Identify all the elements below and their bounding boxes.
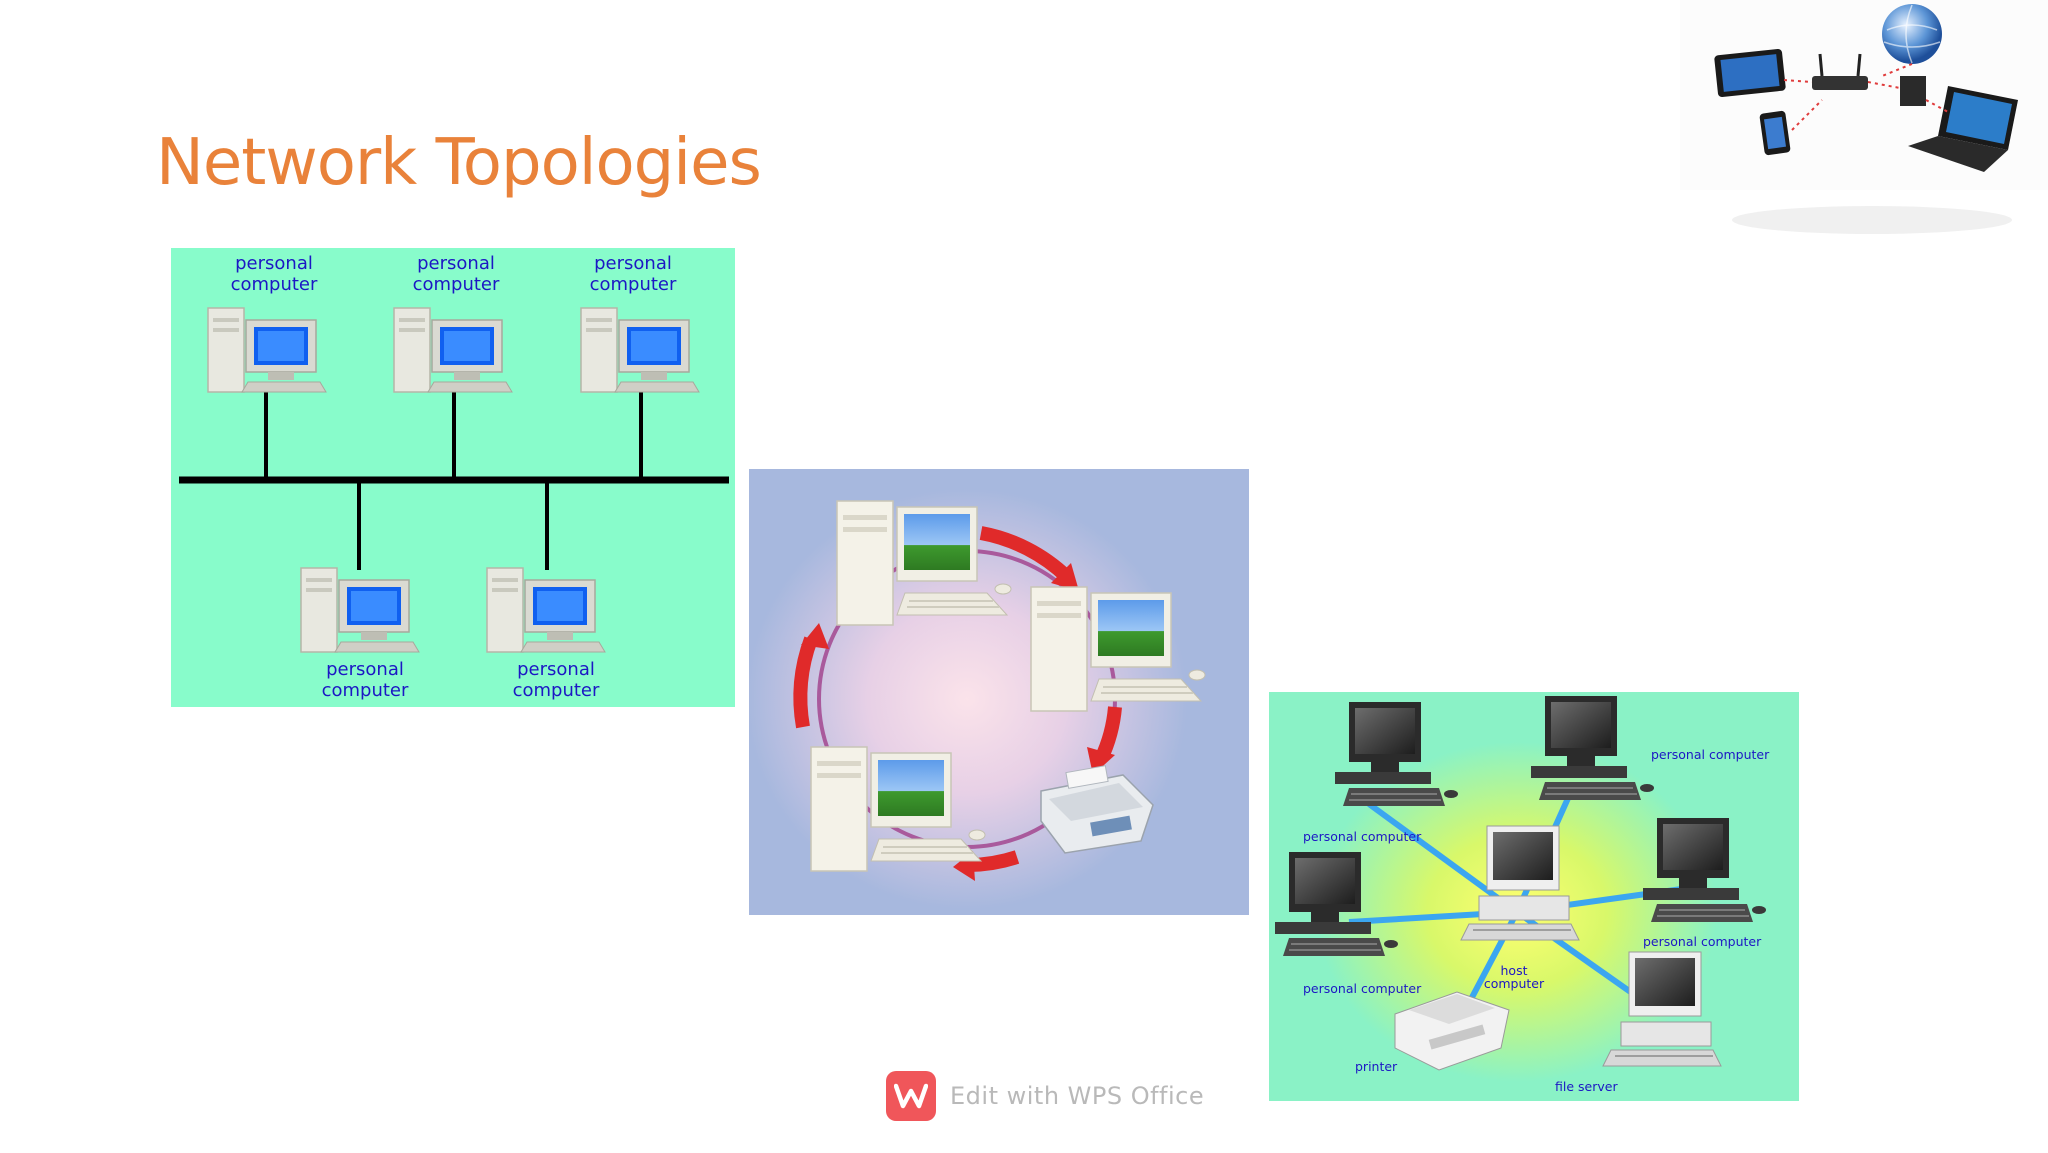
desktop-computer-icon	[580, 307, 700, 393]
star-label-pc-left-lower: personal computer	[1303, 981, 1422, 996]
bus-label-pc-4: personal computer	[321, 659, 409, 701]
star-label-pc-left-upper: personal computer	[1303, 829, 1422, 844]
star-label-pc-right-lower: personal computer	[1643, 934, 1762, 949]
desktop-computer-icon	[1642, 817, 1767, 923]
star-label-pc-top-right: personal computer	[1651, 747, 1770, 762]
bus-label-pc-2: personal computer	[412, 253, 500, 295]
bus-topology-diagram: personal computer personal computer pers…	[171, 248, 735, 707]
star-topology-diagram: personal computer personal computer pers…	[1269, 692, 1799, 1101]
desktop-computer-icon	[393, 307, 513, 393]
desktop-computer-icon	[486, 567, 606, 653]
star-label-printer: printer	[1355, 1059, 1398, 1074]
router-icon	[1812, 76, 1868, 90]
star-label-file-server: file server	[1555, 1079, 1618, 1094]
desktop-computer-icon	[207, 307, 327, 393]
server-icon	[1900, 76, 1926, 106]
bus-label-pc-3: personal computer	[589, 253, 677, 295]
ring-topology-diagram	[749, 469, 1249, 915]
bus-label-pc-5: personal computer	[512, 659, 600, 701]
wps-logo-icon	[886, 1071, 936, 1121]
network-devices-illustration	[1680, 0, 2048, 234]
slide-title: Network Topologies	[156, 126, 762, 200]
bus-label-pc-1: personal computer	[230, 253, 318, 295]
ring-arrow-icon	[979, 526, 1072, 583]
fax-printer-icon	[1040, 765, 1154, 854]
star-label-host: host computer	[1483, 963, 1545, 991]
wps-watermark[interactable]: Edit with WPS Office	[886, 1070, 1204, 1122]
wps-watermark-text: Edit with WPS Office	[950, 1082, 1205, 1110]
desktop-computer-icon	[1530, 695, 1655, 801]
desktop-computer-icon	[1334, 701, 1459, 807]
desktop-computer-icon	[300, 567, 420, 653]
globe-icon	[1882, 4, 1942, 64]
printer-icon	[1394, 991, 1510, 1071]
ring-arrow-icon	[793, 636, 818, 729]
